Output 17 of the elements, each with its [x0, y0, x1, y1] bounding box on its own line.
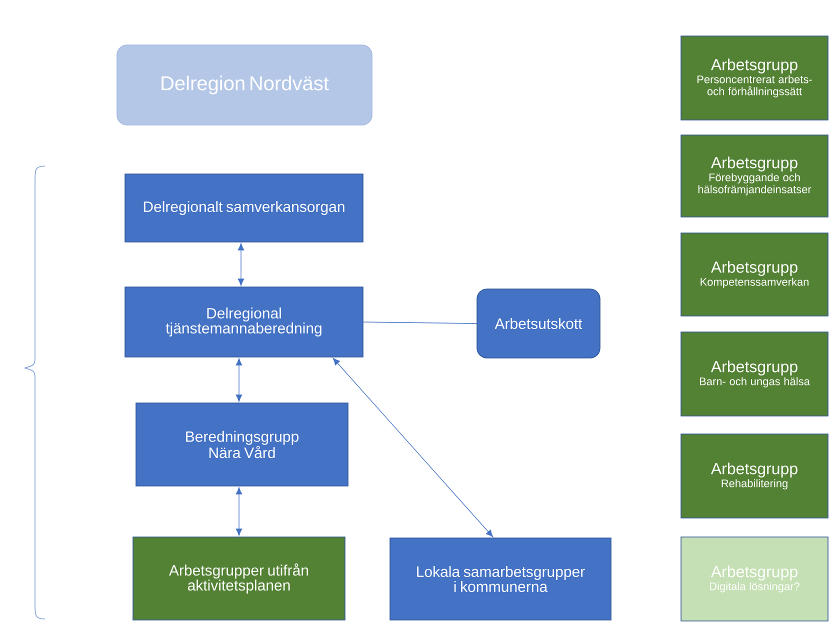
group-box: Arbetsgrupper utifrån aktivitetsplanen	[132, 536, 346, 620]
process-box: Arbetsutskott	[476, 288, 600, 358]
arrow	[332, 358, 494, 538]
group-box: Arbetsgrupp Kompetenssamverkan	[680, 232, 828, 316]
group-box: Arbetsgrupp Barn- och ungas hälsa	[680, 332, 828, 416]
arrow	[236, 487, 242, 536]
group-box: Arbetsgrupp Förebyggande och hälsofrämjandeinsatser	[680, 134, 828, 218]
arrow	[236, 358, 242, 402]
arrow	[238, 243, 244, 286]
process-box: Delregional tjänstemannaberedning	[124, 286, 364, 358]
group-box: Arbetsgrupp Rehabilitering	[680, 434, 828, 518]
group-box: Arbetsgrupp Personcentrerat arbets- och förhållningssätt	[680, 36, 828, 120]
group-box: Arbetsgrupp Digitala lösningar?	[680, 536, 828, 622]
title-box: Delregion Nordväst	[116, 44, 372, 126]
process-box: Lokala samarbetsgrupper i kommunerna	[390, 538, 612, 620]
process-box: Beredningsgrupp Nära Vård	[136, 402, 348, 486]
process-box: Delregionalt samverkansorgan	[124, 174, 364, 242]
